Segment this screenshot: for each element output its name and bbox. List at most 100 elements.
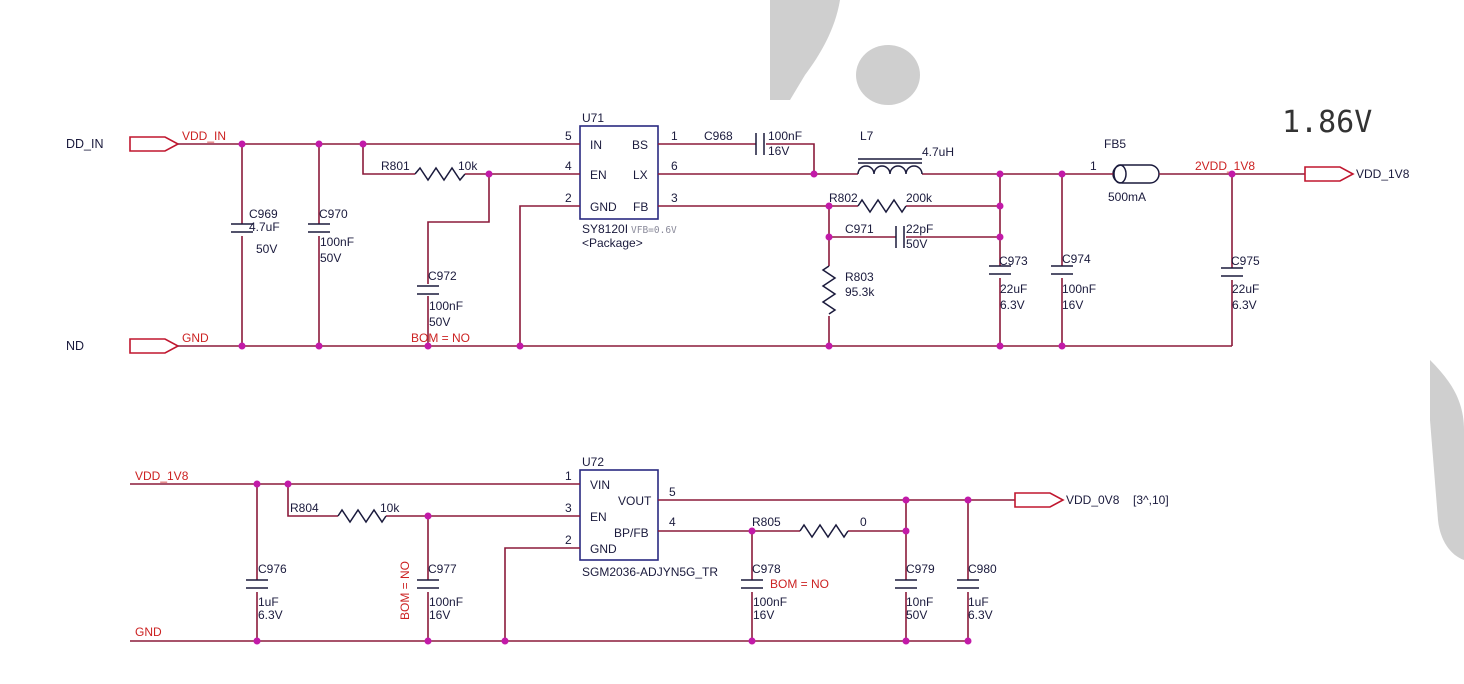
r801-value: 10k — [458, 159, 478, 173]
capacitor-c970 — [308, 223, 330, 233]
u72-pin-2: 2 — [565, 533, 572, 547]
watermark — [770, 0, 1464, 560]
c972-bom: BOM = NO — [411, 331, 470, 345]
u71-ref: U71 — [582, 111, 604, 125]
u71-pin-2: 2 — [565, 191, 572, 205]
net-label-vdd-1v8-in: VDD_1V8 — [135, 469, 189, 483]
vdd-0v8-out-port — [1014, 492, 1065, 508]
resistor-r802 — [857, 198, 907, 214]
fb5-pin1: 1 — [1090, 159, 1097, 173]
u71-pin-6: 6 — [671, 159, 678, 173]
capacitor-c979 — [895, 579, 917, 589]
u72-pin-vout: VOUT — [618, 494, 652, 508]
capacitor-c977 — [417, 579, 439, 589]
c973-voltage: 6.3V — [1000, 298, 1025, 312]
top-junctions — [238, 140, 1236, 350]
resistor-r803 — [821, 265, 837, 315]
inductor-l7 — [857, 165, 923, 175]
c970-value: 100nF — [320, 235, 354, 249]
ferrite-bead-fb5 — [1112, 164, 1160, 184]
capacitor-c974 — [1051, 265, 1073, 275]
net-label-dd-in: DD_IN — [66, 137, 104, 151]
net-label-gnd-left: ND — [66, 339, 84, 353]
u72-pin-gnd: GND — [590, 542, 617, 556]
c977-bom: BOM = NO — [398, 561, 412, 620]
c977-voltage: 16V — [429, 608, 450, 622]
u71-pin-lx: LX — [633, 168, 648, 182]
r804-ref: R804 — [290, 501, 319, 515]
u71-part: SY8120I — [582, 222, 628, 236]
fb5-ref: FB5 — [1104, 137, 1126, 151]
c980-ref: C980 — [968, 562, 997, 576]
c971-value: 22pF — [906, 222, 933, 236]
u72-pin-vin: VIN — [590, 478, 610, 492]
u72-pin-en: EN — [590, 510, 607, 524]
u71-pin-in: IN — [590, 138, 602, 152]
c976-ref: C976 — [258, 562, 287, 576]
c974-voltage: 16V — [1062, 298, 1083, 312]
r801-ref: R801 — [381, 159, 410, 173]
c971-voltage: 50V — [906, 237, 927, 251]
c968-ref: C968 — [704, 129, 733, 143]
c980-voltage: 6.3V — [968, 608, 993, 622]
capacitor-c975 — [1221, 267, 1243, 277]
c969-value: 4.7uF — [249, 220, 280, 234]
c973-ref: C973 — [999, 254, 1028, 268]
c977-value: 100nF — [429, 595, 463, 609]
c969-voltage: 50V — [256, 242, 277, 256]
c972-ref: C972 — [428, 269, 457, 283]
c975-value: 22uF — [1232, 282, 1259, 296]
voltage-annotation: 1.86V — [1282, 105, 1372, 140]
c972-value: 100nF — [429, 299, 463, 313]
capacitor-c971 — [895, 226, 905, 248]
c972-voltage: 50V — [429, 315, 450, 329]
c980-value: 1uF — [968, 595, 989, 609]
bottom-junctions — [253, 480, 972, 645]
top-circuit: DD_IN ND VDD_IN GND R801 10k C969 4.7uF … — [66, 111, 1410, 354]
net-label-gnd: GND — [182, 331, 209, 345]
c979-ref: C979 — [906, 562, 935, 576]
u71-package: <Package> — [582, 236, 643, 250]
capacitor-c980 — [957, 579, 979, 589]
capacitor-c976 — [246, 579, 268, 589]
c968-value: 100nF — [768, 129, 802, 143]
u72-part: SGM2036-ADJYN5G_TR — [582, 565, 718, 579]
r805-value: 0 — [860, 515, 867, 529]
capacitor-c972 — [417, 285, 439, 295]
r802-ref: R802 — [829, 191, 858, 205]
c976-voltage: 6.3V — [258, 608, 283, 622]
c970-voltage: 50V — [320, 251, 341, 265]
c968-voltage: 16V — [768, 144, 789, 158]
resistor-r801 — [414, 166, 466, 182]
u72-pin-1: 1 — [565, 469, 572, 483]
u71-vfb: VFB=0.6V — [631, 225, 677, 236]
l7-value: 4.7uH — [922, 145, 954, 159]
u72-pin-5: 5 — [669, 485, 676, 499]
u71-pin-en: EN — [590, 168, 607, 182]
c978-bom: BOM = NO — [770, 577, 829, 591]
r805-ref: R805 — [752, 515, 781, 529]
net-label-vdd-0v8: VDD_0V8 — [1066, 493, 1120, 507]
c978-ref: C978 — [752, 562, 781, 576]
c979-voltage: 50V — [906, 608, 927, 622]
capacitor-c973 — [989, 265, 1011, 275]
net-label-gnd-bottom: GND — [135, 625, 162, 639]
c975-ref: C975 — [1231, 254, 1260, 268]
c974-value: 100nF — [1062, 282, 1096, 296]
ic-u72 — [579, 469, 659, 561]
c969-ref: C969 — [249, 207, 278, 221]
net-label-vdd-1v8-out: VDD_1V8 — [1356, 167, 1410, 181]
c978-voltage: 16V — [753, 608, 774, 622]
u71-pin-5: 5 — [565, 129, 572, 143]
c971-ref: C971 — [845, 222, 874, 236]
capacitor-c969 — [231, 223, 253, 233]
resistor-r804 — [337, 508, 387, 524]
u71-pin-3: 3 — [671, 191, 678, 205]
r803-ref: R803 — [845, 270, 874, 284]
capacitor-c968 — [755, 133, 765, 155]
u72-pin-4: 4 — [669, 515, 676, 529]
u71-pin-1: 1 — [671, 129, 678, 143]
c978-value: 100nF — [753, 595, 787, 609]
